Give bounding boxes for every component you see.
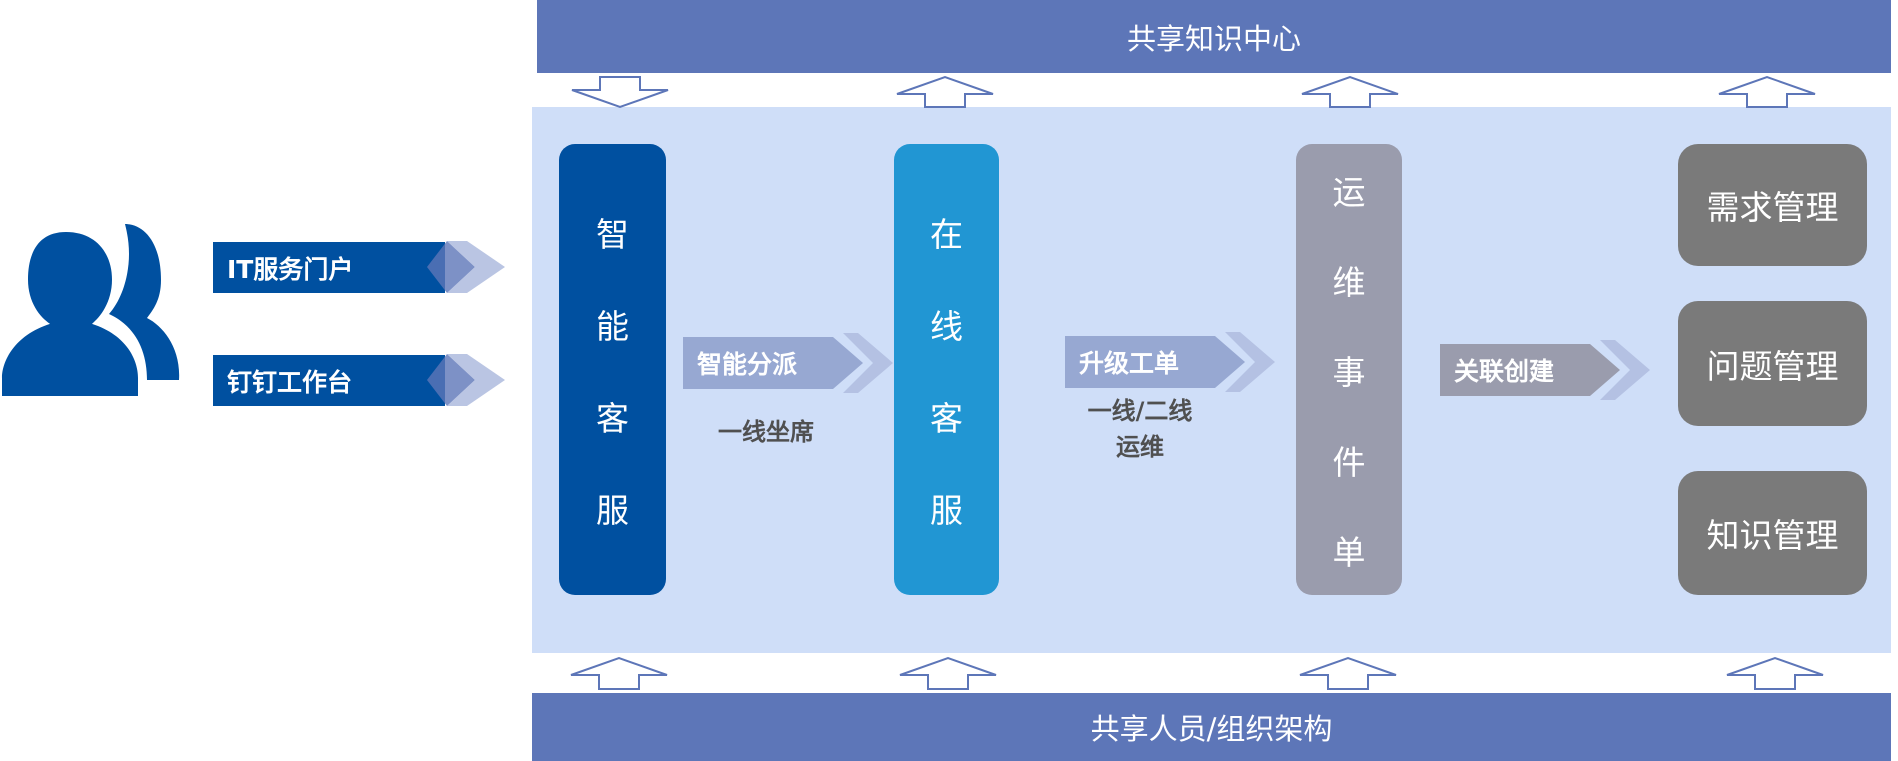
down-arrow-icon	[571, 76, 669, 109]
shared-org-bar: 共享人员/组织架构	[532, 693, 1891, 761]
link-arrow	[1440, 340, 1650, 400]
up-arrow-icon	[570, 656, 668, 690]
it-portal-label: IT服务门户	[227, 254, 354, 284]
shared-knowledge-center-bar: 共享知识中心	[537, 0, 1891, 73]
up-arrow-icon	[896, 75, 994, 108]
note-line: 运维	[1116, 433, 1164, 461]
escalate-arrow	[1065, 332, 1275, 392]
up-arrow-icon	[1301, 75, 1399, 108]
char: 运	[1332, 172, 1366, 212]
knowledge-mgmt-box[interactable]: 知识管理	[1678, 471, 1867, 595]
note-line: 一线/二线	[1087, 397, 1193, 425]
online-service-column: 在线客服	[894, 144, 999, 595]
up-arrow-icon	[899, 656, 997, 690]
dispatch-text: 智能分派	[697, 350, 798, 379]
dispatch-label: 智能分派	[683, 337, 797, 389]
escalate-text: 升级工单	[1079, 349, 1180, 378]
bottom-bar-label: 共享人员/组织架构	[1090, 712, 1333, 746]
char: 维	[1332, 262, 1366, 302]
up-arrow-icon	[1726, 656, 1824, 690]
dispatch-arrow	[683, 333, 893, 393]
char: 服	[930, 490, 963, 530]
up-arrow-icon	[1718, 75, 1816, 108]
requirement-mgmt-box[interactable]: 需求管理	[1678, 144, 1867, 266]
module-label: 知识管理	[1706, 516, 1839, 555]
it-portal-tag[interactable]: IT服务门户	[213, 242, 445, 293]
char: 能	[596, 306, 629, 346]
chevron-right-icon	[427, 354, 505, 406]
smart-service-column: 智能客服	[559, 144, 666, 595]
char: 客	[596, 398, 629, 438]
dingtalk-tag[interactable]: 钉钉工作台	[213, 355, 445, 406]
char: 单	[1332, 532, 1366, 572]
module-label: 问题管理	[1706, 346, 1839, 386]
module-label: 需求管理	[1706, 188, 1839, 227]
char: 在	[930, 214, 963, 254]
link-label: 关联创建	[1440, 344, 1554, 396]
chevron-right-icon	[427, 241, 505, 293]
problem-mgmt-box[interactable]: 问题管理	[1678, 301, 1867, 426]
ops-ticket-column: 运维事件单	[1296, 144, 1402, 595]
dingtalk-label: 钉钉工作台	[227, 367, 353, 397]
char: 智	[596, 214, 629, 254]
escalate-note: 一线/二线运维	[1060, 393, 1220, 465]
up-arrow-icon	[1299, 656, 1397, 690]
dispatch-note: 一线坐席	[718, 418, 814, 446]
users-icon	[2, 224, 180, 396]
char: 事	[1332, 352, 1366, 392]
char: 件	[1332, 442, 1366, 482]
char: 服	[596, 490, 629, 530]
char: 客	[930, 398, 963, 438]
escalate-label: 升级工单	[1065, 336, 1179, 388]
link-text: 关联创建	[1454, 357, 1555, 386]
char: 线	[930, 306, 963, 346]
top-bar-label: 共享知识中心	[1126, 21, 1301, 56]
